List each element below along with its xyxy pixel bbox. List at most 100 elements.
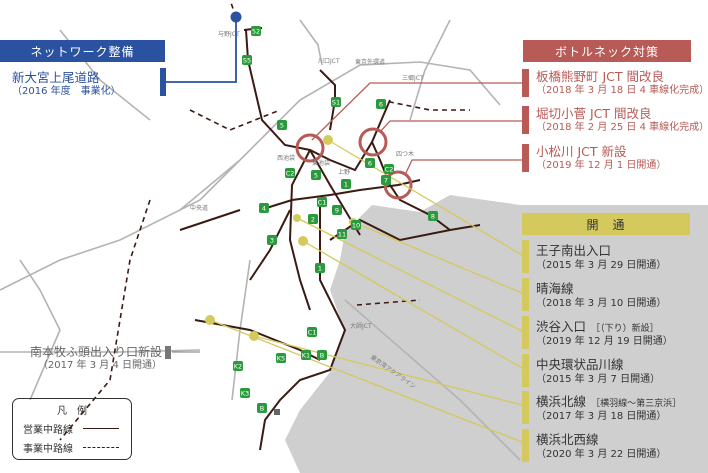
network-item-title: 新大宮上尾道路 bbox=[12, 70, 100, 85]
opening-item: 横浜北西線 （2020 年 3 月 22 日開通） bbox=[522, 429, 708, 462]
route-shield-icon bbox=[276, 353, 286, 363]
route-number: C2 bbox=[385, 166, 394, 174]
route-number: 5 bbox=[280, 122, 284, 130]
label-ueno: 上野 bbox=[338, 168, 350, 176]
route-shield-icon bbox=[301, 350, 311, 360]
route-number: 10 bbox=[352, 222, 360, 230]
item-date: （2019 年 12 月 1 日開通） bbox=[536, 159, 667, 171]
route-shield-icon bbox=[277, 120, 287, 130]
label-yotsugi: 四つ木 bbox=[396, 150, 414, 158]
item-title: 板橋熊野町 JCT 間改良 bbox=[536, 69, 664, 84]
route-number: 6 bbox=[368, 160, 372, 168]
opening-header: 開 通 bbox=[522, 213, 690, 235]
bottleneck-item: 小松川 JCT 新設（2019 年 12 月 1 日開通） bbox=[522, 144, 708, 173]
route-shield-icon bbox=[307, 327, 317, 337]
route-shield-icon bbox=[267, 235, 277, 245]
item-subtitle: ［横羽線〜第三京浜］ bbox=[591, 399, 682, 409]
item-title: 横浜北西線 bbox=[536, 432, 599, 447]
route-number: 8 bbox=[431, 213, 435, 221]
route-number: S1 bbox=[332, 99, 340, 107]
bottleneck-item: 堀切小菅 JCT 間改良（2018 年 2 月 25 日 4 車線化完成） bbox=[522, 106, 708, 135]
solid-line-icon bbox=[83, 428, 119, 429]
bottleneck-header: ボトルネック対策 bbox=[523, 40, 691, 62]
opening-item: 横浜北線 ［横羽線〜第三京浜］ （2017 年 3 月 18 日開通） bbox=[522, 391, 708, 424]
route-shield-icon bbox=[311, 170, 321, 180]
route-number: K5 bbox=[277, 355, 285, 363]
opening-points bbox=[205, 135, 357, 341]
item-title: 中央環状品川線 bbox=[536, 357, 624, 372]
label-yono-jct: 与野JCT bbox=[218, 30, 240, 38]
route-shield-icon bbox=[251, 26, 261, 36]
route-number: C1 bbox=[318, 199, 327, 207]
item-title: 堀切小菅 JCT 間改良 bbox=[536, 106, 652, 121]
network-item-date: （2016 年度 事業化） bbox=[12, 85, 121, 97]
route-shield-icon bbox=[233, 361, 243, 371]
route-shield-icon bbox=[337, 229, 347, 239]
route-number: 1 bbox=[344, 181, 348, 189]
item-subtitle: ［（下り）新設］ bbox=[591, 324, 659, 334]
route-shield-icon bbox=[332, 205, 342, 215]
legend: 凡 例 営業中路線 事業中路線 bbox=[12, 398, 132, 460]
minamihonmoku-marker bbox=[165, 346, 171, 359]
route-number: 1 bbox=[318, 265, 322, 273]
item-date: （2017 年 3 月 18 日開通） bbox=[536, 411, 667, 422]
route-number: 7 bbox=[384, 177, 388, 185]
route-number: 52 bbox=[252, 28, 260, 36]
route-number: 4 bbox=[262, 205, 266, 213]
minamihonmoku-item: 南本牧ふ頭出入り口新設 （2017 年 3 月 4 日開通） bbox=[10, 345, 162, 373]
item-title: 横浜北線 bbox=[536, 394, 587, 409]
item-title: 小松川 JCT 新設 bbox=[536, 144, 627, 159]
route-shield-icon bbox=[315, 263, 325, 273]
item-title: 渋谷入口 bbox=[536, 319, 587, 334]
item-title: 王子南出入口 bbox=[536, 243, 612, 258]
network-item: 新大宮上尾道路 （2016 年度 事業化） bbox=[12, 70, 121, 98]
route-shield-icon bbox=[428, 211, 438, 221]
route-number: 11 bbox=[338, 231, 346, 239]
label-daikoku: 大師JCT bbox=[350, 322, 372, 330]
route-shield-icon bbox=[351, 220, 361, 230]
route-number: C1 bbox=[308, 329, 317, 337]
item-date: （2020 年 3 月 22 日開通） bbox=[536, 449, 667, 460]
legend-operating: 営業中路線 bbox=[23, 425, 73, 436]
route-shield-icon bbox=[331, 97, 341, 107]
route-number: 5 bbox=[314, 172, 318, 180]
route-shield-icon bbox=[285, 168, 295, 178]
route-shield-icon bbox=[317, 350, 327, 360]
route-number: 6 bbox=[379, 101, 383, 109]
item-date: （2017 年 3 月 4 日開通） bbox=[37, 360, 162, 371]
opening-item: 中央環状品川線 （2015 年 3 月 7 日開通） bbox=[522, 354, 708, 387]
bottleneck-item: 板橋熊野町 JCT 間改良（2018 年 3 月 18 日 4 車線化完成） bbox=[522, 69, 708, 98]
route-shield-icon bbox=[384, 164, 394, 174]
route-number: 9 bbox=[335, 207, 339, 215]
route-number: 3 bbox=[270, 237, 274, 245]
network-marker bbox=[160, 68, 166, 96]
bottleneck-leaders bbox=[311, 82, 522, 176]
route-shield-icon bbox=[376, 99, 386, 109]
route-shield-icon bbox=[242, 55, 252, 65]
route-number: S5 bbox=[243, 57, 251, 65]
route-shield-icon bbox=[381, 175, 391, 185]
item-date: （2018 年 2 月 25 日 4 車線化完成） bbox=[536, 121, 708, 133]
item-date: （2019 年 12 月 19 日開通） bbox=[536, 336, 673, 347]
opening-leaders bbox=[209, 139, 523, 443]
legend-construction: 事業中路線 bbox=[23, 444, 73, 455]
label-gaikan: 東京外環道 bbox=[355, 58, 385, 66]
opening-item: 晴海線 （2018 年 3 月 10 日開通） bbox=[522, 278, 708, 311]
item-title: 晴海線 bbox=[536, 281, 574, 296]
route-shield-icon bbox=[240, 388, 250, 398]
network-leader-line bbox=[166, 17, 237, 83]
item-date: （2018 年 3 月 10 日開通） bbox=[536, 298, 667, 309]
item-date: （2015 年 3 月 29 日開通） bbox=[536, 260, 667, 271]
network-header: ネットワーク整備 bbox=[0, 40, 165, 62]
label-nishiikebukuro: 西池袋 bbox=[277, 154, 295, 162]
label-higashiikebukuro: 東池袋 bbox=[312, 159, 330, 167]
route-number: 2 bbox=[311, 216, 315, 224]
route-shield-icon bbox=[257, 403, 267, 413]
route-number: B bbox=[320, 352, 324, 360]
route-shield-icon bbox=[317, 197, 327, 207]
item-date: （2015 年 3 月 7 日開通） bbox=[536, 374, 661, 385]
shin-omiya-point bbox=[230, 11, 242, 23]
route-shield-icon bbox=[365, 158, 375, 168]
